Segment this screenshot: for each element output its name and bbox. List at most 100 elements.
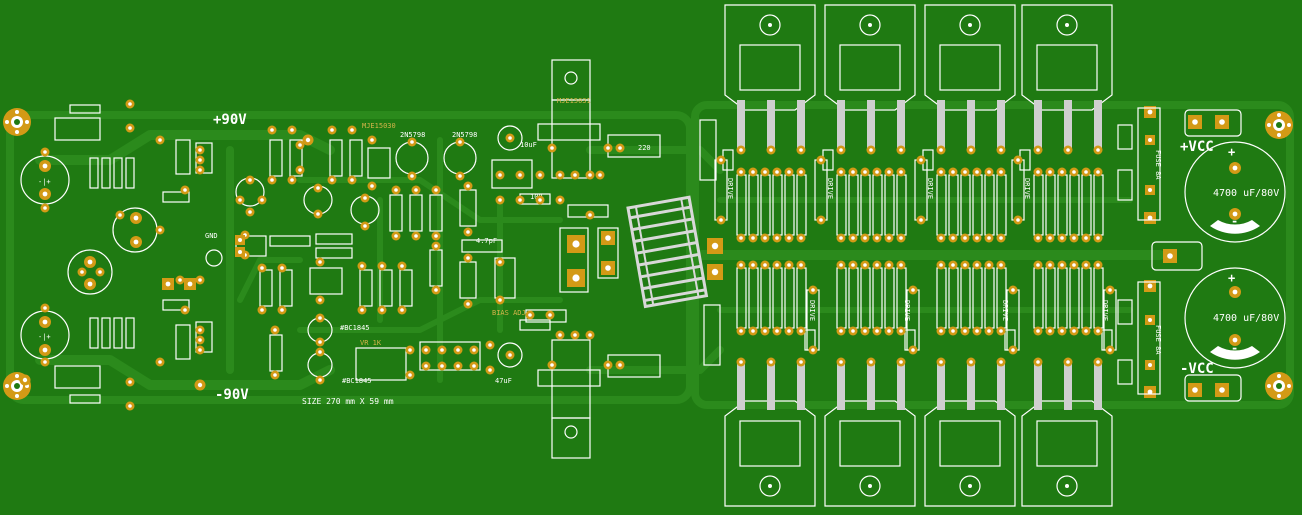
pad [175,275,185,285]
pad [257,195,267,205]
pad [555,330,565,340]
driver-transistors [525,59,661,459]
svg-text:+: + [1228,145,1235,159]
pad [836,326,846,336]
pad [84,278,96,290]
pad [996,167,1006,177]
drive-label-2: DRIVE [826,178,834,199]
pad [748,260,758,270]
pad [327,125,337,135]
pad [40,303,50,313]
pad [1105,345,1115,355]
pad [784,233,794,243]
pad [235,195,245,205]
pad [431,185,441,195]
power-transistor-bottom-1 [724,360,816,507]
pad [377,261,387,271]
pad [315,337,325,347]
neg-rail-right-label: -VCC [1180,361,1214,377]
pad [960,167,970,177]
pad [515,170,525,180]
pad [40,147,50,157]
pad [195,165,205,175]
pad [1081,167,1091,177]
pad [1008,345,1018,355]
pad [469,361,479,371]
svg-text:-: - [1231,341,1238,355]
pad [495,170,505,180]
svg-text:-: - [1231,214,1238,228]
pad-square [1215,115,1229,129]
pad [155,357,165,367]
trim-label: VR 1K [360,339,382,347]
pad [397,305,407,315]
pad [555,195,565,205]
bias-label: BIAS ADJ [492,309,526,317]
pos-rail-left-label: +90V [213,112,247,128]
pad [469,345,479,355]
pad [960,260,970,270]
pad [405,345,415,355]
pad [884,167,894,177]
pad [455,137,465,147]
pad [585,170,595,180]
pad [1093,145,1103,155]
q-b-label: MJE15031 [557,97,591,105]
pad [836,233,846,243]
pad [277,263,287,273]
bc2-label: #BC1845 [342,377,372,385]
pad [1229,286,1241,298]
pad [195,155,205,165]
pad [796,260,806,270]
pad [984,233,994,243]
pad [40,203,50,213]
pad [505,133,515,143]
pad-square [162,278,174,290]
svg-text:+: + [1228,271,1235,285]
pad [996,357,1006,367]
pad [984,326,994,336]
pad [270,325,280,335]
cap-a-label: 10uF [520,141,537,149]
pad [748,326,758,336]
pad [155,135,165,145]
cap-bottom-label: 4700 uF/80V [1213,313,1279,324]
pad [1093,167,1103,177]
pad [1081,326,1091,336]
pad [1063,145,1073,155]
pad [808,345,818,355]
pad [463,299,473,309]
power-transistor-bottom-4 [1021,360,1113,507]
pad [808,285,818,295]
pad [1229,334,1241,346]
pad [1045,167,1055,177]
pad [1093,326,1103,336]
pad [796,145,806,155]
pad [796,326,806,336]
pad [896,145,906,155]
pad [125,377,135,387]
pad [848,326,858,336]
pad [796,167,806,177]
pad [736,326,746,336]
pad [748,167,758,177]
pad [267,125,277,135]
pad [525,310,535,320]
pad [1057,326,1067,336]
pad [603,143,613,153]
pad [816,215,826,225]
fuse-bottom-label: FUSE 8A [1154,325,1162,355]
pos-rail-right-label: +VCC [1180,139,1214,155]
drive-label-6: DRIVE [1001,300,1009,321]
pad [1033,260,1043,270]
pad-square [1144,212,1156,224]
neg-rail-left-label: -90V [215,387,249,403]
pad [936,357,946,367]
pad [495,257,505,267]
pad [736,357,746,367]
pad [1069,167,1079,177]
pad [1105,285,1115,295]
pad [570,330,580,340]
pad [391,185,401,195]
pad [866,145,876,155]
